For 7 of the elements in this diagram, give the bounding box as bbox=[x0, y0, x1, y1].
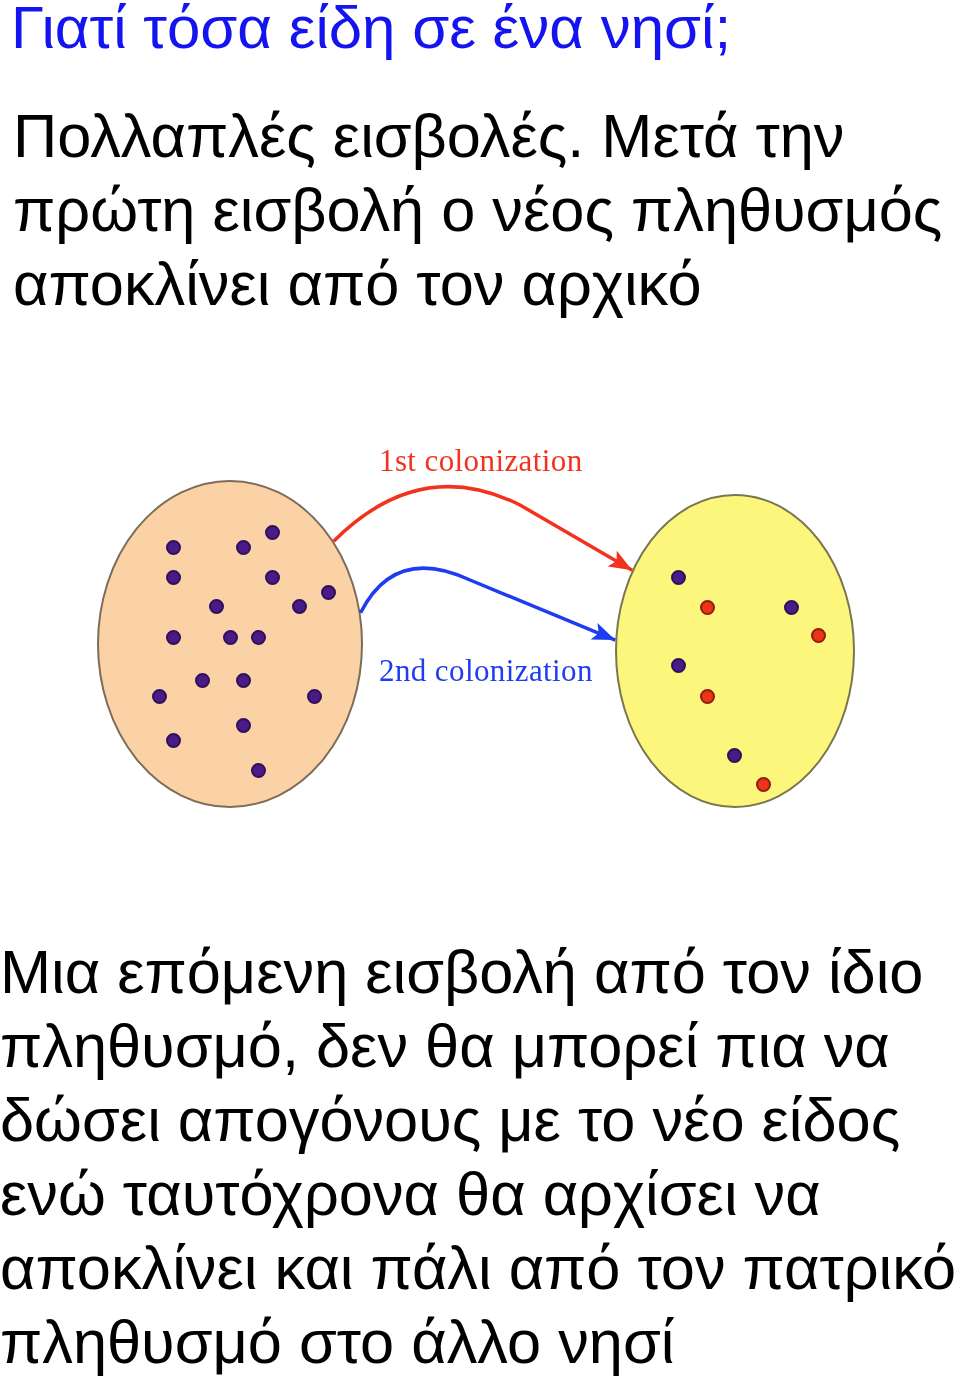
island-ellipse bbox=[97, 480, 363, 808]
title: Γιατί τόσα είδη σε ένα νησί; bbox=[11, 0, 732, 59]
island-ellipse bbox=[615, 494, 855, 808]
body-paragraph: Μια επόμενη εισβολή από τον ίδιο πληθυσμό, δεν θα μπορεί πια να δώσει απογόνους με το νέο είδος ενώ ταυτόχρονα θα αρχίσει να αποκλίνει και πάλι από τον πατρικό πληθυσμό στο άλλο νησί bbox=[0, 937, 958, 1378]
arrow bbox=[332, 485, 633, 572]
arrow bbox=[359, 566, 616, 642]
body-paragraph: Πολλαπλές εισβολές. Μετά την πρώτη εισβολή ο νέος πληθυσμός αποκλίνει από τον αρχικό bbox=[13, 101, 944, 320]
